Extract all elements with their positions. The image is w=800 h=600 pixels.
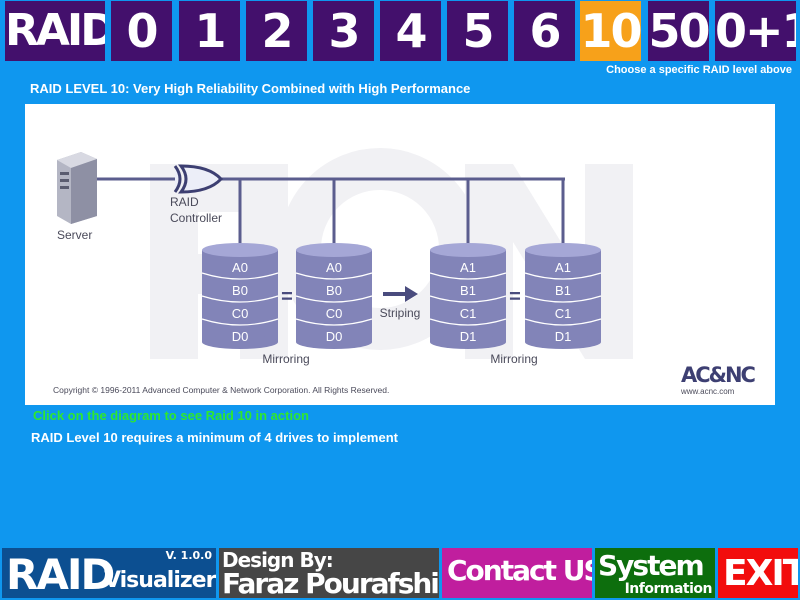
tab-raid-0[interactable]: 0	[111, 1, 172, 61]
disk-block: C1	[460, 306, 477, 321]
minimum-drives-note: RAID Level 10 requires a minimum of 4 dr…	[31, 430, 398, 445]
disk-block: A1	[555, 260, 571, 275]
raid-visualizer-logo: RAID Visualizer V. 1.0.0	[2, 548, 216, 598]
tab-raid-5[interactable]: 5	[447, 1, 508, 61]
disk-stack-a0-2: A0 B0 C0 D0	[295, 243, 373, 349]
logo-visualizer-word: Visualizer	[104, 568, 216, 593]
connection-wires	[97, 177, 565, 244]
version-label: V. 1.0.0	[165, 549, 212, 562]
choose-level-hint: Choose a specific RAID level above	[606, 64, 792, 76]
disk-block: C0	[232, 306, 249, 321]
system-information-button[interactable]: System Information	[595, 548, 715, 598]
mirroring-label-1: Mirroring	[262, 352, 309, 366]
disk-stack-a0-1: A0 B0 C0 D0	[201, 243, 279, 349]
system-label: System	[598, 549, 705, 582]
raid-controller-label-2: Controller	[170, 211, 222, 225]
page-title: RAID LEVEL 10: Very High Reliability Com…	[30, 81, 471, 96]
equals-sign-1: =	[281, 286, 293, 308]
disk-block: D1	[460, 329, 477, 344]
exit-label: EXIT	[723, 553, 798, 594]
tab-raid-0plus1[interactable]: 0+1	[715, 1, 796, 61]
disk-block: C0	[326, 306, 343, 321]
tab-raid-3[interactable]: 3	[313, 1, 374, 61]
contact-us-button[interactable]: Contact US	[442, 548, 592, 598]
disk-block: A1	[460, 260, 476, 275]
server-label: Server	[57, 228, 92, 242]
contact-us-label: Contact US	[447, 554, 592, 587]
information-label: Information	[624, 581, 713, 597]
exit-button[interactable]: EXIT	[718, 548, 798, 598]
acnc-website: www.acnc.com	[680, 387, 735, 396]
disk-block: C1	[555, 306, 572, 321]
tab-raid-2[interactable]: 2	[246, 1, 307, 61]
raid-10-diagram[interactable]: Server RAID Controller A0 B0	[25, 104, 775, 405]
equals-sign-2: =	[509, 286, 521, 308]
tab-raid-6[interactable]: 6	[514, 1, 575, 61]
copyright-notice: Copyright © 1996-2011 Advanced Computer …	[53, 385, 389, 395]
disk-stack-a1-2: A1 B1 C1 D1	[524, 243, 602, 349]
raid-level-tabbar: RAID 0 1 2 3 4 5 6 10 50 0+1	[0, 0, 800, 64]
tab-raid-10[interactable]: 10	[580, 1, 641, 61]
disk-block: D0	[232, 329, 249, 344]
designer-credit: Design By: Faraz Pourafshin	[219, 548, 439, 598]
striping-label: Striping	[380, 306, 421, 320]
disk-block: B0	[232, 283, 248, 298]
design-by-label: Design By:	[222, 548, 334, 572]
tab-raid-50[interactable]: 50	[648, 1, 709, 61]
disk-block: B0	[326, 283, 342, 298]
disk-stack-a1-1: A1 B1 C1 D1	[429, 243, 507, 349]
disk-block: B1	[460, 283, 476, 298]
server-icon	[57, 152, 97, 224]
disk-block: A0	[326, 260, 342, 275]
designer-name: Faraz Pourafshin	[222, 567, 439, 598]
disk-block: D0	[326, 329, 343, 344]
disk-block: B1	[555, 283, 571, 298]
tab-raid-home[interactable]: RAID	[5, 1, 105, 61]
raid-controller-icon	[173, 164, 224, 194]
tab-raid-1[interactable]: 1	[179, 1, 240, 61]
disk-block: D1	[555, 329, 572, 344]
disk-block: A0	[232, 260, 248, 275]
striping-arrow-icon	[383, 286, 418, 302]
acnc-logo: AC&NC	[681, 363, 756, 387]
mirroring-label-2: Mirroring	[490, 352, 537, 366]
diagram-click-hint: Click on the diagram to see Raid 10 in a…	[33, 408, 309, 423]
raid-controller-label-1: RAID	[170, 195, 199, 209]
logo-raid-word: RAID	[6, 550, 115, 598]
tab-raid-4[interactable]: 4	[380, 1, 441, 61]
